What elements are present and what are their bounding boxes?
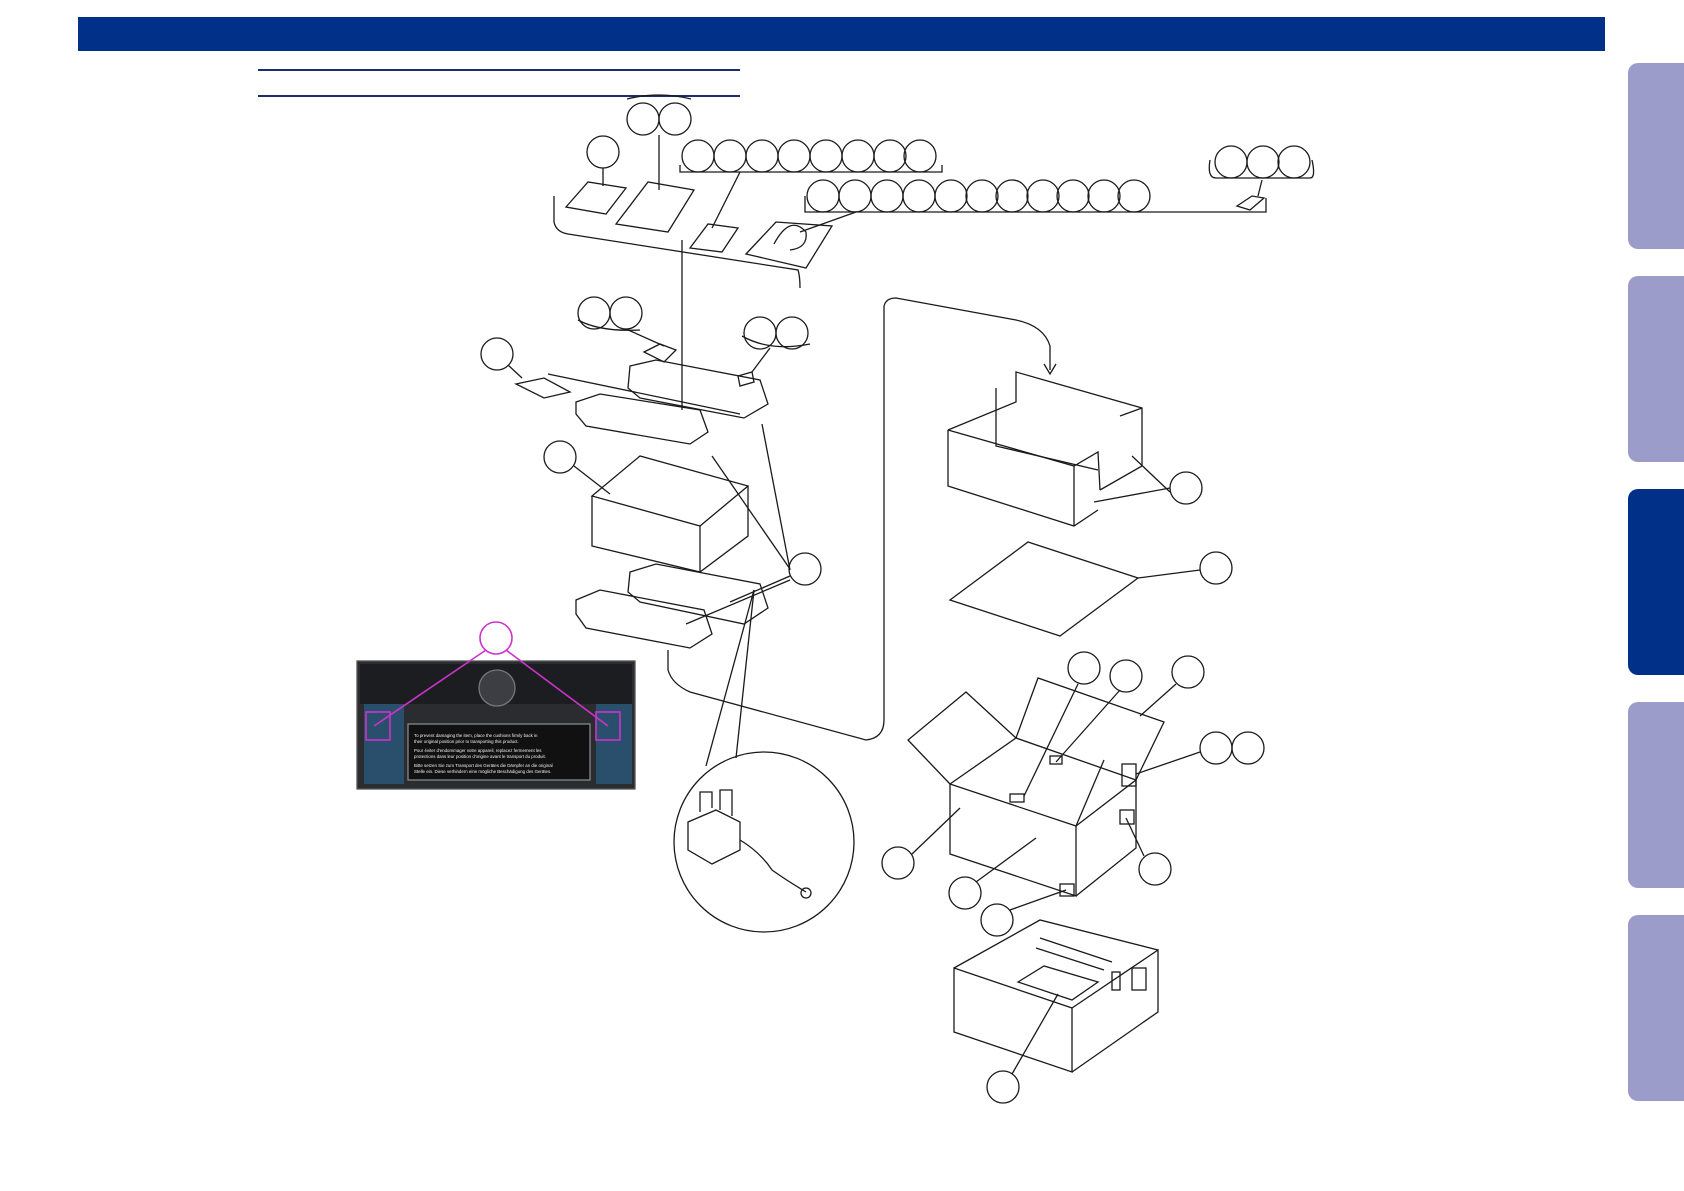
side-tab-4[interactable]	[1628, 702, 1684, 888]
side-tab-5[interactable]	[1628, 915, 1684, 1101]
notice-line: To prevent damaging the item, place the …	[414, 733, 538, 738]
notice-line: Pour éviter d'endommager votre appareil,…	[414, 748, 542, 753]
side-tab-3-active[interactable]	[1628, 489, 1684, 675]
notice-line: protections dans leur position d'origine…	[414, 754, 546, 759]
unit-and-cushions	[480, 296, 1057, 933]
photo-notice-text: To prevent damaging the item, place the …	[414, 733, 553, 774]
notice-line: Bitte setzen Sie zum Transport des Gerät…	[414, 763, 553, 768]
unit-photo-inset	[356, 621, 636, 790]
title-rule-bottom	[258, 95, 740, 97]
notice-line: their original position prior to transpo…	[414, 739, 519, 744]
callout-circle	[586, 135, 620, 169]
callout-circle	[658, 102, 692, 136]
side-tab-1[interactable]	[1628, 63, 1684, 249]
carton-parts	[881, 371, 1265, 1104]
title-rule-top	[258, 69, 740, 71]
notice-line: Stelle ein. Diese verhindern eine möglic…	[414, 769, 551, 774]
header-bar	[78, 17, 1605, 51]
side-tab-2[interactable]	[1628, 276, 1684, 462]
accessory-group	[553, 94, 1315, 410]
callout-circle	[626, 102, 660, 136]
